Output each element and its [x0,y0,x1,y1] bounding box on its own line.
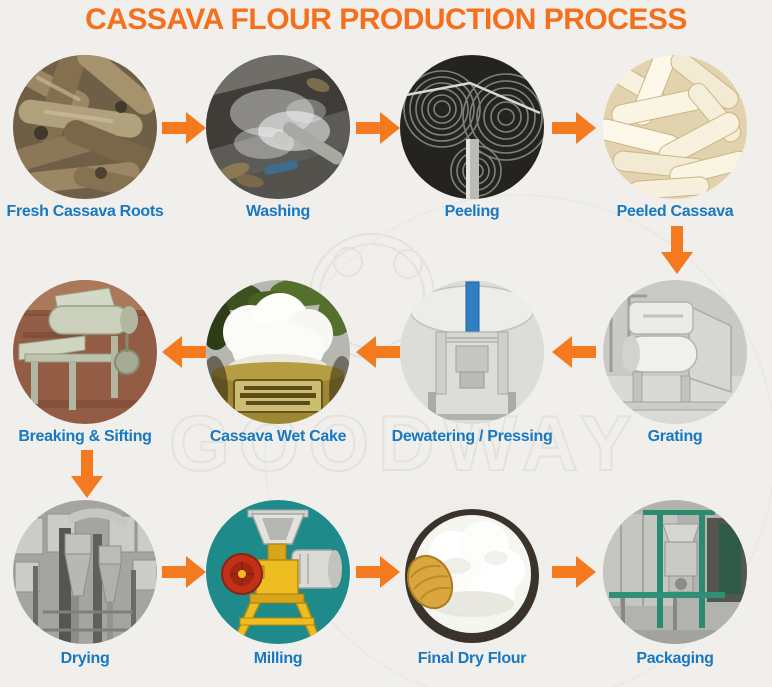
washing-photo [206,55,350,199]
peeling-photo [400,55,544,199]
arrow-fresh-to-washing-icon [162,112,206,144]
step-label-grating: Grating [647,428,703,445]
arrow-flour-to-packaging-icon [552,556,596,588]
step-label-breaking-sifting: Breaking & Sifting [18,428,152,445]
breaking-sifting-photo [13,280,157,424]
page-title: CASSAVA FLOUR PRODUCTION PROCESS [85,3,687,36]
packaging-photo [603,500,747,644]
arrow-washing-to-peeling-icon [356,112,400,144]
final-dry-flour-photo [400,500,544,644]
step-label-milling: Milling [253,650,303,667]
cassava-wet-cake-photo [206,280,350,424]
step-label-packaging: Packaging [636,650,714,667]
step-label-cassava-wet-cake: Cassava Wet Cake [209,428,347,445]
dewatering-pressing-photo [400,280,544,424]
arrow-milling-to-flour-icon [356,556,400,588]
arrow-wetcake-to-breaking-icon [162,336,206,368]
step-label-drying: Drying [60,650,110,667]
fresh-cassava-roots-photo [13,55,157,199]
arrow-drying-to-milling-icon [162,556,206,588]
drying-photo [13,500,157,644]
step-label-peeled-cassava: Peeled Cassava [616,203,734,220]
arrow-peeled-to-grating-icon [661,226,693,274]
arrow-dewatering-to-wetcake-icon [356,336,400,368]
grating-photo [603,280,747,424]
step-label-dewatering-pressing: Dewatering / Pressing [391,428,553,445]
step-label-peeling: Peeling [444,203,500,220]
step-label-final-dry-flour: Final Dry Flour [417,650,527,667]
arrow-breaking-to-drying-icon [71,450,103,498]
step-label-washing: Washing [246,203,310,220]
arrow-peeling-to-peeled-icon [552,112,596,144]
peeled-cassava-photo [603,55,747,199]
milling-photo [206,500,350,644]
arrow-grating-to-dewatering-icon [552,336,596,368]
step-label-fresh-cassava-roots: Fresh Cassava Roots [6,203,164,220]
